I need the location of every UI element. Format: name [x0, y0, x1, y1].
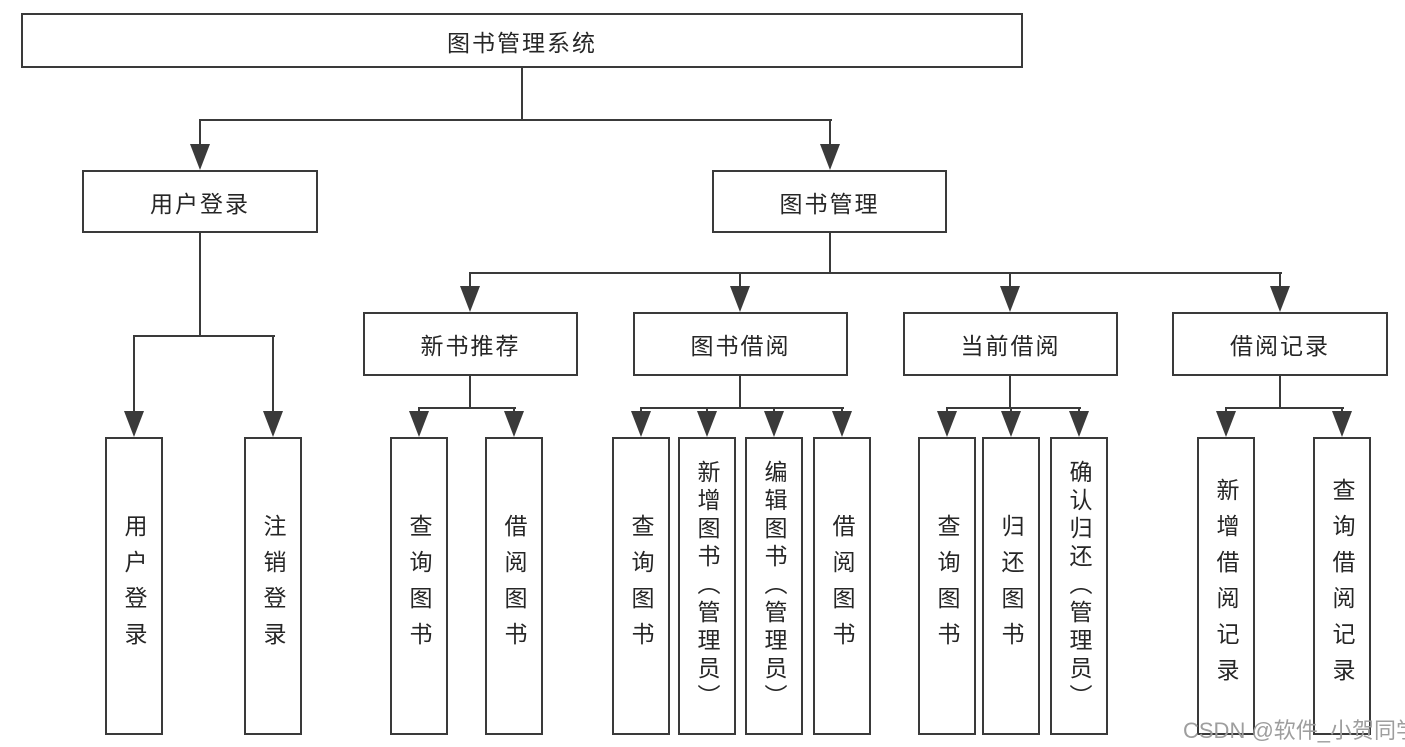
node-label: 图书管理系统 — [447, 29, 597, 56]
connector-drop-leaf — [640, 407, 642, 414]
leaf-label: 查询图书 — [406, 514, 432, 658]
node-label: 图书借阅 — [690, 333, 791, 359]
arrowhead-leaf — [832, 411, 852, 437]
connector-drop-leaf — [1078, 407, 1080, 414]
leaf-label: 用户登录 — [121, 514, 147, 658]
node-label: 图书管理 — [779, 190, 880, 217]
arrowhead-leaf — [1069, 411, 1089, 437]
leaf-borrow-books: 借阅图书 — [813, 437, 871, 735]
connector-drop-leaf — [773, 407, 775, 414]
leaf-label: 查询图书 — [628, 514, 654, 658]
arrowhead-book-management — [820, 144, 840, 170]
connector-drop-current-borrowing — [1009, 272, 1011, 289]
node-book-management: 图书管理 — [712, 170, 947, 233]
connector-new-book-stem — [469, 376, 471, 409]
connector-drop-leaf — [706, 407, 708, 414]
node-label: 新书推荐 — [420, 333, 521, 359]
leaf-label: 借阅图书 — [501, 514, 527, 658]
connector-drop-user-login — [199, 119, 201, 148]
node-label: 借阅记录 — [1230, 333, 1330, 359]
arrowhead-login-leaf — [124, 411, 144, 437]
arrowhead-current-borrowing — [1000, 286, 1020, 312]
connector-drop-login-leaf — [133, 335, 135, 415]
leaf-label: 编辑图书（管理员） — [761, 460, 787, 712]
leaf-query-books-recommend: 查询图书 — [390, 437, 448, 735]
connector-borrowing-records-stem — [1279, 376, 1281, 409]
node-user-login: 用户登录 — [82, 170, 318, 233]
connector-book-borrowing-bus — [640, 407, 844, 409]
connector-drop-leaf — [1010, 407, 1012, 414]
arrowhead-leaf — [1216, 411, 1236, 437]
csdn-watermark: CSDN @软件_小贺同学 — [1183, 718, 1405, 743]
connector-root-stem — [521, 68, 523, 121]
connector-drop-book-borrowing — [739, 272, 741, 289]
leaf-confirm-return-admin: 确认归还（管理员） — [1050, 437, 1108, 735]
leaf-query-books-borrowing: 查询图书 — [612, 437, 670, 735]
leaf-borrow-books-recommend: 借阅图书 — [485, 437, 543, 735]
connector-root-bus — [199, 119, 832, 121]
leaf-user-login: 用户登录 — [105, 437, 163, 735]
connector-drop-leaf — [1225, 407, 1227, 414]
connector-current-borrowing-bus — [946, 407, 1081, 409]
leaf-logout: 注销登录 — [244, 437, 302, 735]
leaf-label: 确认归还（管理员） — [1066, 460, 1092, 712]
connector-book-borrowing-stem — [739, 376, 741, 409]
connector-drop-leaf — [513, 407, 515, 414]
node-current-borrowing: 当前借阅 — [903, 312, 1118, 376]
arrowhead-borrowing-records — [1270, 286, 1290, 312]
node-label: 当前借阅 — [960, 333, 1061, 359]
connector-new-book-bus — [418, 407, 516, 409]
arrowhead-leaf — [631, 411, 651, 437]
connector-drop-leaf — [946, 407, 948, 414]
arrowhead-logout-leaf — [263, 411, 283, 437]
connector-drop-borrowing-records — [1279, 272, 1281, 289]
arrowhead-leaf — [409, 411, 429, 437]
arrowhead-user-login — [190, 144, 210, 170]
connector-drop-leaf — [1341, 407, 1343, 414]
node-library-management-system: 图书管理系统 — [21, 13, 1023, 68]
arrowhead-leaf — [504, 411, 524, 437]
leaf-label: 归还图书 — [998, 514, 1024, 658]
arrowhead-leaf — [697, 411, 717, 437]
connector-book-management-bus — [469, 272, 1282, 274]
leaf-label: 查询借阅记录 — [1329, 478, 1355, 694]
leaf-label: 新增图书（管理员） — [694, 460, 720, 712]
connector-borrowing-records-bus — [1225, 407, 1344, 409]
connector-current-borrowing-stem — [1009, 376, 1011, 409]
node-borrowing-records: 借阅记录 — [1172, 312, 1388, 376]
leaf-label: 新增借阅记录 — [1213, 478, 1239, 694]
connector-drop-book-management — [829, 119, 831, 148]
leaf-label: 注销登录 — [260, 514, 286, 658]
connector-book-management-stem — [829, 233, 831, 274]
node-label: 用户登录 — [150, 190, 250, 217]
leaf-add-borrow-record: 新增借阅记录 — [1197, 437, 1255, 735]
connector-drop-logout-leaf — [272, 335, 274, 415]
arrowhead-leaf — [1001, 411, 1021, 437]
leaf-return-books: 归还图书 — [982, 437, 1040, 735]
leaf-label: 借阅图书 — [829, 514, 855, 658]
node-new-book-recommendation: 新书推荐 — [363, 312, 578, 376]
arrowhead-book-borrowing — [730, 286, 750, 312]
leaf-query-books-current: 查询图书 — [918, 437, 976, 735]
node-book-borrowing: 图书借阅 — [633, 312, 848, 376]
connector-user-login-stem — [199, 233, 201, 337]
leaf-edit-books-admin: 编辑图书（管理员） — [745, 437, 803, 735]
arrowhead-leaf — [764, 411, 784, 437]
leaf-add-books-admin: 新增图书（管理员） — [678, 437, 736, 735]
arrowhead-leaf — [937, 411, 957, 437]
leaf-label: 查询图书 — [934, 514, 960, 658]
connector-user-login-bus — [133, 335, 275, 337]
connector-drop-leaf — [841, 407, 843, 414]
arrowhead-leaf — [1332, 411, 1352, 437]
connector-drop-new-book — [469, 272, 471, 289]
leaf-query-borrow-record: 查询借阅记录 — [1313, 437, 1371, 735]
connector-drop-leaf — [418, 407, 420, 414]
arrowhead-new-book — [460, 286, 480, 312]
